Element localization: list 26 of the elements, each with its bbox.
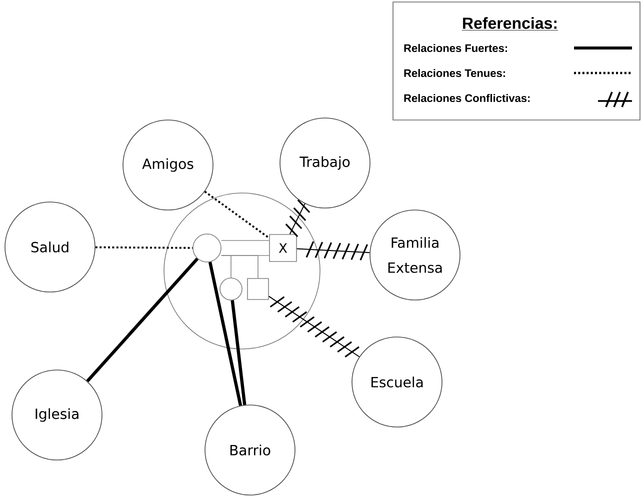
person-box: X bbox=[269, 234, 297, 262]
circle-node: Iglesia bbox=[12, 370, 102, 460]
household-circle bbox=[164, 192, 320, 350]
circle-node: Trabajo bbox=[280, 118, 370, 208]
solid-line bbox=[86, 258, 199, 382]
solid-line bbox=[208, 262, 242, 406]
dotted-line bbox=[204, 190, 270, 239]
solid-line bbox=[230, 300, 246, 406]
circle-node: Salud bbox=[4, 202, 96, 292]
circle-symbol bbox=[220, 278, 242, 300]
child-line bbox=[221, 255, 258, 278]
legend-text: Relaciones Conflictivas: bbox=[404, 94, 530, 102]
hatched-line bbox=[296, 241, 370, 260]
couple-line bbox=[221, 240, 270, 241]
hatched-line bbox=[285, 199, 310, 238]
hatched-line bbox=[268, 296, 360, 358]
circle-node: Escuela bbox=[352, 336, 442, 428]
dotted-line bbox=[95, 246, 193, 249]
circle-node: Amigos bbox=[122, 120, 214, 210]
legend-text: Relaciones Tenues: bbox=[404, 68, 505, 78]
square-symbol bbox=[247, 278, 269, 300]
legend-title: Referencias: bbox=[462, 17, 558, 30]
legend-text: Relaciones Fuertes: bbox=[404, 44, 507, 52]
circle-node: Familia Extensa bbox=[370, 210, 460, 300]
circle-node: Barrio bbox=[204, 404, 296, 496]
circle-symbol bbox=[192, 234, 222, 262]
